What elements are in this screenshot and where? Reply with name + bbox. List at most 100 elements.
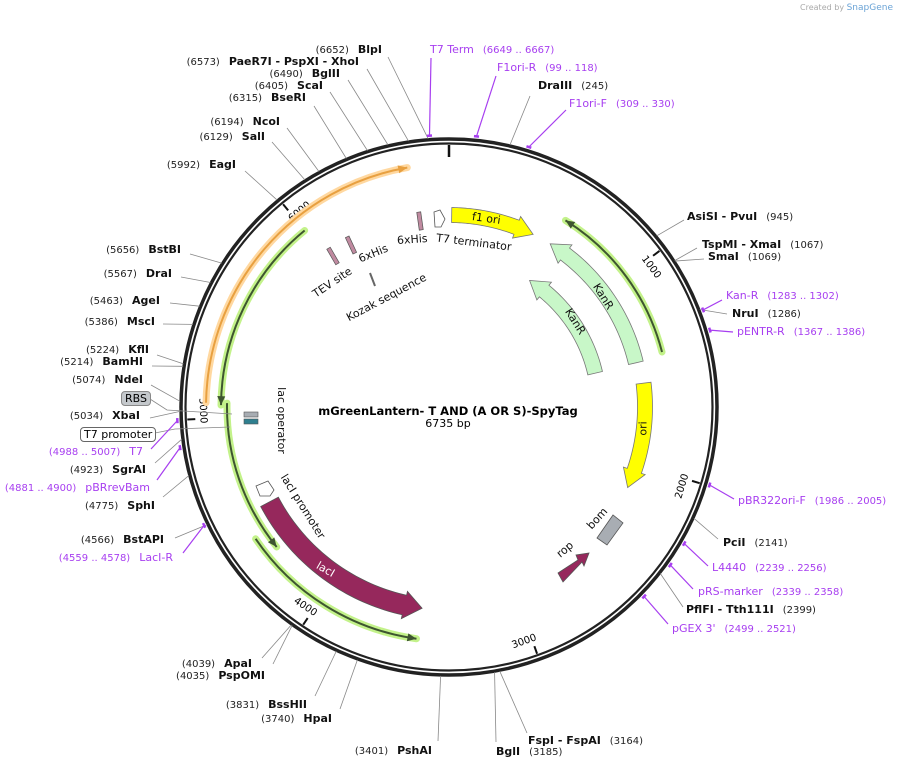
enzyme-site-label[interactable]: (5656)BstBI — [106, 243, 181, 258]
primer-binding-mark[interactable] — [707, 327, 712, 333]
green-orf-arc-right-arrowhead — [565, 220, 576, 229]
enzyme-site-label[interactable]: PciI(2141) — [723, 536, 788, 551]
enzyme-site-label[interactable]: NruI(1286) — [732, 307, 801, 322]
lac-operator-box1[interactable] — [243, 411, 259, 418]
primer-label[interactable]: pGEX 3'(2499 .. 2521) — [672, 622, 796, 637]
enzyme-site-label[interactable]: (6315)BseRI — [229, 91, 306, 106]
label-position: (99 .. 118) — [545, 63, 598, 74]
tick-mark — [691, 479, 700, 485]
primer-binding-mark[interactable] — [526, 145, 532, 149]
lac-operator-box2[interactable] — [243, 418, 259, 425]
primer-leader-line — [475, 75, 497, 137]
enzyme-site-label[interactable]: (5386)MscI — [85, 315, 155, 330]
primer-binding-mark[interactable] — [700, 307, 706, 313]
enzyme-leader-line — [244, 170, 278, 201]
tick-label: 2000 — [673, 473, 691, 501]
primer-label[interactable]: T7 Term(6649 .. 6667) — [430, 43, 554, 58]
label-name: pGEX 3' — [672, 622, 716, 635]
label-position: (5214) — [60, 357, 94, 368]
enzyme-site-label[interactable]: DraIII(245) — [538, 79, 608, 94]
ori-arrow[interactable] — [622, 381, 653, 489]
label-name: DraI — [145, 267, 172, 280]
kanr-inner-arrow[interactable] — [528, 280, 603, 376]
his2-feature[interactable] — [416, 211, 424, 231]
primer-binding-mark[interactable] — [707, 482, 712, 488]
green-orf-arc-right[interactable] — [564, 219, 663, 353]
green-orf-arc-lower1[interactable] — [226, 403, 278, 548]
primer-label[interactable]: (4881 .. 4900)pBRrevBam — [5, 481, 150, 496]
enzyme-site-label[interactable]: (6490)BglII — [270, 67, 340, 82]
green-orf-arc-lower2[interactable] — [254, 538, 417, 640]
primer-binding-mark[interactable] — [681, 540, 687, 547]
t7-terminator-feature[interactable] — [433, 209, 446, 228]
primer-binding-mark[interactable] — [667, 562, 673, 568]
enzyme-site-label[interactable]: (5074)NdeI — [72, 373, 143, 388]
primer-binding-mark[interactable] — [641, 593, 647, 600]
enzyme-site-label[interactable]: (5992)EagI — [167, 158, 236, 173]
rbs-label[interactable]: RBS — [121, 391, 151, 406]
enzyme-site-label[interactable]: (6405)ScaI — [255, 79, 323, 94]
kozak-feature[interactable] — [369, 272, 376, 287]
enzyme-site-label[interactable]: (5567)DraI — [104, 267, 172, 282]
label-position: (6405) — [254, 81, 289, 92]
enzyme-leader-line — [339, 659, 358, 710]
enzyme-site-label[interactable]: (6194)NcoI — [210, 115, 280, 130]
t7-promoter-label[interactable]: T7 promoter — [80, 427, 157, 442]
enzyme-site-label[interactable]: (4775)SphI — [85, 499, 155, 514]
snapgene-brand: Created by SnapGene — [800, 3, 893, 13]
enzyme-leader-line — [162, 475, 190, 498]
primer-label[interactable]: pBR322ori-F(1986 .. 2005) — [738, 494, 886, 509]
tev-site-feature[interactable] — [326, 246, 340, 266]
enzyme-site-label[interactable]: (3401)PshAI — [355, 744, 432, 759]
label-position: (3831) — [225, 700, 260, 711]
label-position: (6315) — [228, 93, 263, 104]
enzyme-site-label[interactable]: (3831)BssHII — [226, 698, 307, 713]
ori-label[interactable]: ori — [636, 421, 650, 436]
green-orf-arc-left[interactable] — [220, 229, 306, 406]
primer-binding-mark[interactable] — [201, 522, 207, 529]
kanr-outer-arrow[interactable] — [549, 243, 644, 366]
his1-feature[interactable] — [344, 235, 358, 255]
label-name: BstAPI — [123, 533, 164, 546]
orange-orf-arc[interactable] — [205, 166, 408, 403]
primer-label[interactable]: L4440(2239 .. 2256) — [712, 561, 827, 576]
primer-label[interactable]: F1ori-R(99 .. 118) — [497, 61, 598, 76]
enzyme-site-label[interactable]: (4035)PspOMI — [176, 669, 265, 684]
f1-ori-arrow[interactable] — [451, 207, 534, 239]
enzyme-site-label[interactable]: (4039)ApaI — [182, 657, 252, 672]
enzyme-site-label[interactable]: AsiSI - PvuI(945) — [687, 210, 793, 225]
enzyme-leader-line — [366, 68, 409, 142]
laci-arrow[interactable] — [260, 496, 423, 620]
label-name: FspI - FspAI — [528, 734, 601, 747]
enzyme-site-label[interactable]: TspMI - XmaI(1067) — [702, 238, 823, 253]
primer-label[interactable]: (4988 .. 5007)T7 — [49, 445, 143, 460]
enzyme-site-label[interactable]: (5034)XbaI — [70, 409, 140, 424]
enzyme-site-label[interactable]: (4566)BstAPI — [81, 533, 164, 548]
enzyme-site-label[interactable]: (5224)KflI — [86, 343, 149, 358]
enzyme-site-label[interactable]: SmaI(1069) — [708, 250, 781, 265]
label-position: (5224) — [85, 345, 120, 356]
enzyme-site-label[interactable]: PflFI - Tth111I(2399) — [686, 603, 816, 618]
enzyme-site-label[interactable]: (6652)BlpI — [316, 43, 382, 58]
enzyme-site-label[interactable]: (5463)AgeI — [90, 294, 160, 309]
primer-label[interactable]: Kan-R(1283 .. 1302) — [726, 289, 839, 304]
enzyme-site-label[interactable]: (6129)SalI — [200, 130, 265, 145]
rop-arrow[interactable] — [557, 552, 590, 583]
enzyme-site-label[interactable]: (5214)BamHI — [60, 355, 143, 370]
primer-binding-mark[interactable] — [178, 444, 182, 451]
enzyme-site-label[interactable]: BglI(3185) — [496, 745, 562, 760]
primer-binding-mark[interactable] — [473, 134, 480, 138]
enzyme-site-label[interactable]: (4923)SgrAI — [70, 463, 146, 478]
his2-label[interactable]: 6xHis — [396, 231, 428, 248]
primer-label[interactable]: pRS-marker(2339 .. 2358) — [698, 585, 843, 600]
primer-label[interactable]: (4559 .. 4578)LacI-R — [59, 551, 173, 566]
enzyme-site-label[interactable]: (3740)HpaI — [261, 712, 332, 727]
enzyme-leader-line — [329, 91, 368, 151]
primer-label[interactable]: F1ori-F(309 .. 330) — [569, 97, 675, 112]
lac-operator-label[interactable]: lac operator — [274, 387, 288, 454]
bom-feature[interactable] — [596, 514, 624, 546]
enzyme-site-label[interactable]: (6573)PaeR7I - PspXI - XhoI — [187, 55, 359, 70]
laci-promoter-arrow[interactable] — [255, 480, 275, 497]
enzyme-site-label[interactable]: FspI - FspAI(3164) — [528, 734, 643, 749]
primer-label[interactable]: pENTR-R(1367 .. 1386) — [737, 325, 865, 340]
